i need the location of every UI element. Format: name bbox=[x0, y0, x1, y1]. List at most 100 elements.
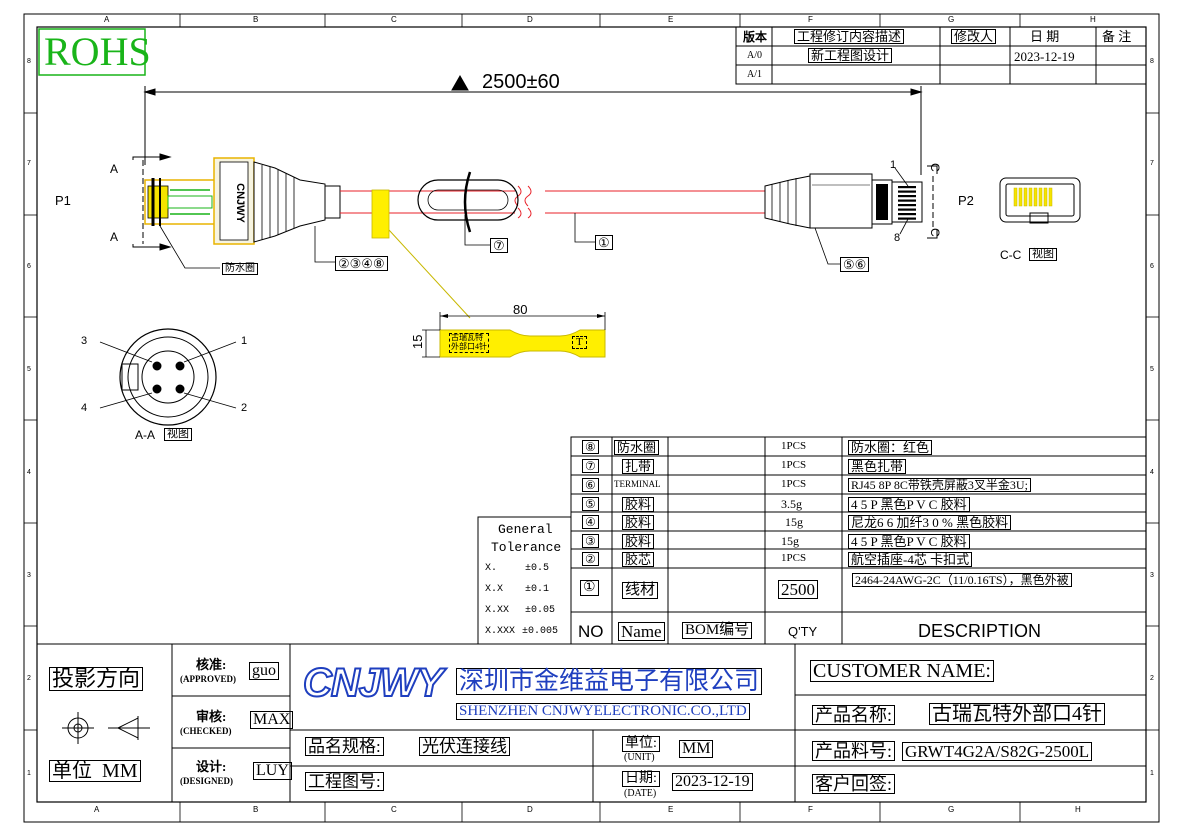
designed-value: LUY bbox=[253, 762, 292, 780]
cc-view-suffix: 视图 bbox=[1029, 248, 1057, 261]
aa-view bbox=[99, 328, 237, 426]
aa-view-label: A-A bbox=[135, 428, 156, 442]
bom-row-3-qty: 15g bbox=[781, 534, 799, 548]
rev-header-modifier: 修改人 bbox=[951, 29, 997, 44]
bom-row-1-qty: 2500 bbox=[778, 580, 818, 599]
outer-frame bbox=[23, 13, 1160, 823]
rohs-mark: ROHS bbox=[44, 29, 151, 74]
bom-header-no: NO bbox=[578, 622, 604, 641]
rev-row1-date: 2023-12-19 bbox=[1014, 49, 1075, 64]
zone-col-e-bottom: E bbox=[668, 805, 674, 814]
length-dimension bbox=[143, 74, 923, 175]
label-text-line1: 古瑞瓦特 bbox=[451, 333, 483, 342]
bom-row-5-desc: 4 5 P 黑色P V C 胶料 bbox=[848, 497, 970, 512]
approved-en: (APPROVED) bbox=[180, 674, 236, 684]
date-en: (DATE) bbox=[624, 788, 657, 799]
bom-row-6-qty: 1PCS bbox=[781, 478, 807, 490]
zone-row-6-right: 6 bbox=[1150, 263, 1154, 270]
bom-row-2-name: 胶芯 bbox=[622, 552, 655, 567]
p2-connector bbox=[764, 167, 923, 235]
zone-col-g-bottom: G bbox=[948, 805, 955, 814]
zone-row-2-left: 2 bbox=[27, 675, 31, 682]
label-text: 古瑞瓦特外部口4针 bbox=[449, 333, 489, 353]
p1-label: P1 bbox=[55, 193, 71, 208]
callout-items-2348: ②③④⑧ bbox=[335, 256, 388, 271]
bom-row-6-no: ⑥ bbox=[582, 478, 599, 492]
rev-header-version: 版本 bbox=[743, 30, 768, 44]
section-c-top: C bbox=[928, 163, 942, 172]
tolerance-val-3: ±0.05 bbox=[525, 605, 556, 616]
label-leader bbox=[388, 229, 471, 319]
zone-col-c-bottom: C bbox=[391, 805, 397, 814]
zone-ticks bbox=[24, 14, 1159, 822]
date-value: 2023-12-19 bbox=[672, 773, 753, 791]
bom-row-1-desc: 2464-24AWG-2C（11/0.16TS），黑色外被 bbox=[852, 573, 1072, 587]
callout-cable-tie: ⑦ bbox=[490, 238, 508, 253]
tolerance-val-2: ±0.1 bbox=[525, 584, 550, 595]
rev-header-date: 日 期 bbox=[1030, 29, 1060, 44]
bom-row-3-desc: 4 5 P 黑色P V C 胶料 bbox=[848, 534, 970, 549]
label-height-dim: 15 bbox=[410, 334, 425, 349]
product-name-label: 产品名称: bbox=[812, 705, 896, 725]
zone-col-a-top: A bbox=[104, 15, 110, 24]
callout-wire: ① bbox=[595, 235, 613, 250]
rev-row1-version: A/0 bbox=[747, 50, 762, 61]
aa-pin-3: 3 bbox=[81, 335, 88, 347]
bom-row-2-no: ② bbox=[582, 552, 599, 566]
checked-label: 审核: bbox=[196, 709, 227, 724]
zone-col-e-top: E bbox=[668, 15, 674, 24]
bom-row-2-qty: 1PCS bbox=[781, 552, 807, 564]
bom-row-7-qty: 1PCS bbox=[781, 459, 807, 471]
zone-row-4-right: 4 bbox=[1150, 469, 1154, 476]
customer-name-label: CUSTOMER NAME: bbox=[810, 660, 994, 682]
bom-row-3-no: ③ bbox=[582, 534, 599, 548]
svg-text:CNJWY: CNJWY bbox=[234, 183, 246, 223]
unit2-en: (UNIT) bbox=[624, 752, 655, 763]
bom-header-qty: Q'TY bbox=[788, 624, 818, 639]
tolerance-fmt-1: X. bbox=[485, 563, 498, 574]
bom-row-5-name: 胶料 bbox=[622, 497, 655, 512]
drawing-no-label: 工程图号: bbox=[305, 772, 384, 791]
label-detail bbox=[422, 312, 606, 358]
zone-col-a-bottom: A bbox=[94, 805, 100, 814]
bom-row-7-no: ⑦ bbox=[582, 459, 599, 473]
callout-waterproof-ring: 防水圈 bbox=[222, 263, 258, 275]
unit-label: 单位 MM bbox=[49, 760, 141, 782]
aa-pin-4: 4 bbox=[81, 402, 88, 414]
zone-row-3-right: 3 bbox=[1150, 572, 1154, 579]
bom-header-code: BOM编号 bbox=[682, 622, 753, 639]
pin-8-label: 8 bbox=[894, 232, 901, 244]
zone-row-5-left: 5 bbox=[27, 366, 31, 373]
projection-symbol bbox=[62, 712, 150, 744]
zone-col-f-bottom: F bbox=[808, 805, 813, 814]
section-a-marks bbox=[132, 153, 172, 251]
zone-row-1-left: 1 bbox=[27, 770, 31, 777]
spec-value: 光伏连接线 bbox=[419, 737, 510, 756]
bom-header-name: Name bbox=[618, 622, 665, 641]
aa-pin-2: 2 bbox=[241, 402, 248, 414]
label-t-mark: T bbox=[572, 336, 587, 349]
bom-row-1-no: ① bbox=[580, 580, 599, 596]
rev-header-remark: 备 注 bbox=[1102, 29, 1132, 44]
zone-row-6-left: 6 bbox=[27, 263, 31, 270]
part-no-label: 产品料号: bbox=[812, 741, 896, 761]
bom-row-7-name: 扎带 bbox=[622, 459, 655, 474]
bom-header-description: DESCRIPTION bbox=[918, 621, 1042, 641]
bom-row-8-no: ⑧ bbox=[582, 440, 599, 454]
zone-col-c-top: C bbox=[391, 15, 397, 24]
zone-row-8-left: 8 bbox=[27, 58, 31, 65]
revision-table-lines bbox=[735, 26, 1147, 85]
company-name-cn: 深圳市金维益电子有限公司 bbox=[456, 668, 763, 695]
label-width-dim: 80 bbox=[513, 302, 528, 317]
company-name-en: SHENZHEN CNJWYELECTRONIC.CO.,LTD bbox=[456, 703, 750, 720]
cc-view-label: C-C bbox=[1000, 248, 1022, 262]
section-a-top: A bbox=[110, 162, 119, 176]
label-on-cable bbox=[371, 189, 390, 239]
bom-row-4-desc: 尼龙6 6 加纤3 0 % 黑色胶料 bbox=[848, 515, 1012, 530]
company-logo: CNJWY bbox=[302, 661, 444, 705]
zone-row-7-right: 7 bbox=[1150, 160, 1154, 167]
zone-col-d-bottom: D bbox=[527, 805, 533, 814]
unit2-label: 单位: bbox=[622, 736, 660, 752]
